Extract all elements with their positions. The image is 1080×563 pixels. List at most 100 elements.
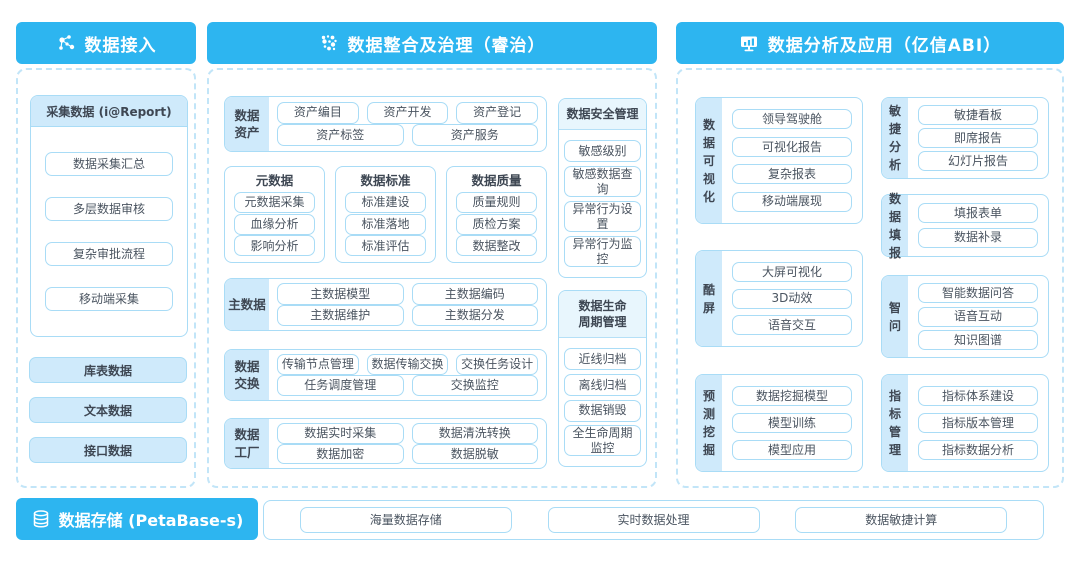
item-pill: 资产开发 (366, 101, 449, 124)
source-pill: 库表数据 (29, 357, 187, 383)
dot-cluster-icon (321, 35, 337, 51)
item-pill: 异常行为监控 (564, 236, 641, 267)
box-title: 数据安全管理 (559, 99, 646, 131)
item-pill: 资产标签 (277, 124, 404, 147)
box-data-lifecycle: 数据生命 周期管理 近线归档 离线归档 数据销毁 全生命周期监控 (558, 290, 647, 467)
network-dots-icon (58, 35, 74, 50)
header-data-governance: 数据整合及治理（睿治） (207, 22, 657, 64)
item-pill: 敏捷看板 (918, 105, 1038, 125)
box-cool-screen: 酷屏 大屏可视化 3D动效 语音交互 (695, 250, 863, 347)
item-pill: 指标体系建设 (918, 386, 1038, 406)
storage-capabilities-box: 海量数据存储 实时数据处理 数据敏捷计算 (263, 500, 1044, 540)
item-pill: 数据脱敏 (411, 443, 538, 464)
item-pill: 数据敏捷计算 (795, 507, 1008, 533)
item-pill: 交换任务设计 (456, 354, 539, 375)
section-label: 数据 交换 (225, 350, 269, 400)
section-data-factory: 数据 工厂 数据实时采集 数据清洗转换 数据加密 数据脱敏 (224, 418, 547, 469)
item-pill: 数据整改 (456, 235, 537, 257)
header-data-analysis: 数据分析及应用（亿信ABI） (676, 22, 1064, 64)
item-pill: 主数据维护 (277, 304, 404, 326)
item-pill: 血缘分析 (234, 213, 315, 235)
item-pill: 知识图谱 (918, 329, 1038, 350)
item-pill: 数据补录 (918, 227, 1038, 248)
box-data-standard: 数据标准 标准建设 标准落地 标准评估 (335, 166, 436, 263)
box-label: 数据可视化 (702, 117, 715, 204)
item-pill: 语音互动 (918, 306, 1038, 327)
item-pill: 模型应用 (732, 440, 852, 460)
item-pill: 资产编目 (277, 101, 359, 124)
item-pill: 质量规则 (456, 191, 537, 213)
item-pill: 实时数据处理 (547, 507, 760, 533)
box-predictive-mining: 预测挖掘 数据挖掘模型 模型训练 模型应用 (695, 374, 863, 472)
box-title: 数据质量 (471, 172, 522, 188)
item-pill: 数据加密 (277, 443, 404, 464)
box-title: 数据标准 (360, 172, 411, 188)
box-metadata: 元数据 元数据采集 血缘分析 影响分析 (224, 166, 325, 263)
item-pill: 移动端展现 (732, 191, 852, 212)
item-pill: 模型训练 (732, 413, 852, 433)
item-pill: 元数据采集 (234, 191, 315, 213)
box-data-visualization: 数据可视化 领导驾驶舱 可视化报告 复杂报表 移动端展现 (695, 97, 863, 224)
item-pill: 质检方案 (456, 213, 537, 235)
item-pill: 标准评估 (345, 235, 426, 257)
item-pill: 领导驾驶舱 (732, 109, 852, 130)
column-data-analysis: 数据可视化 领导驾驶舱 可视化报告 复杂报表 移动端展现 酷屏 大屏可视化 3D… (676, 68, 1064, 488)
header-label: 数据接入 (84, 35, 157, 56)
item-pill: 填报表单 (918, 203, 1038, 224)
box-label: 指标管理 (888, 389, 901, 457)
item-pill: 多层数据审核 (45, 197, 173, 221)
item-pill: 敏感数据查询 (564, 166, 641, 198)
box-data-filling: 数据填报 填报表单 数据补录 (881, 192, 1049, 260)
item-pill: 传输节点管理 (277, 354, 359, 375)
header-label: 数据整合及治理（睿治） (347, 35, 546, 56)
section-label: 数据 资产 (225, 97, 269, 151)
header-label: 数据分析及应用（亿信ABI） (767, 35, 1002, 56)
item-pill: 主数据模型 (277, 283, 404, 305)
item-pill: 数据实时采集 (277, 423, 404, 444)
item-pill: 数据清洗转换 (411, 423, 538, 444)
item-pill: 标准建设 (345, 191, 426, 213)
item-pill: 主数据分发 (411, 304, 538, 326)
item-pill: 复杂审批流程 (45, 242, 173, 266)
item-pill: 交换监控 (411, 375, 538, 396)
item-pill: 智能数据问答 (918, 283, 1038, 304)
item-pill: 3D动效 (732, 288, 852, 309)
section-data-exchange: 数据 交换 传输节点管理 数据传输交换 交换任务设计 任务调度管理 交换监控 (224, 349, 547, 401)
box-data-quality: 数据质量 质量规则 质检方案 数据整改 (446, 166, 547, 263)
item-pill: 主数据编码 (411, 283, 538, 305)
item-pill: 语音交互 (732, 315, 852, 336)
item-pill: 海量数据存储 (299, 507, 512, 533)
item-pill: 全生命周期监控 (564, 425, 641, 457)
item-pill: 任务调度管理 (277, 375, 404, 396)
item-pill: 离线归档 (564, 373, 641, 396)
item-pill: 标准落地 (345, 213, 426, 235)
header-label: 数据存储 (PetaBase-s) (58, 511, 244, 530)
item-pill: 近线归档 (564, 348, 641, 371)
item-pill: 幻灯片报告 (918, 151, 1038, 171)
column-data-access: 采集数据 (i@Report) 数据采集汇总 多层数据审核 复杂审批流程 移动端… (16, 68, 196, 488)
section-label: 数据 工厂 (225, 419, 269, 468)
collect-data-box: 采集数据 (i@Report) 数据采集汇总 多层数据审核 复杂审批流程 移动端… (30, 95, 188, 337)
box-label: 数据填报 (888, 191, 901, 260)
box-agile-analysis: 敏捷分析 敏捷看板 即席报告 幻灯片报告 (881, 97, 1049, 179)
box-label: 智问 (888, 300, 901, 333)
item-pill: 可视化报告 (732, 136, 852, 157)
item-pill: 指标数据分析 (918, 440, 1038, 460)
box-title: 元数据 (255, 172, 294, 188)
item-pill: 资产服务 (411, 124, 538, 147)
box-title: 数据生命 周期管理 (559, 291, 646, 339)
box-label: 敏捷分析 (888, 104, 901, 172)
header-data-storage: 数据存储 (PetaBase-s) (16, 498, 258, 540)
item-pill: 敏感级别 (564, 140, 641, 163)
source-pill: 接口数据 (29, 437, 187, 463)
box-smart-qa: 智问 智能数据问答 语音互动 知识图谱 (881, 275, 1049, 358)
item-pill: 数据挖掘模型 (732, 386, 852, 406)
section-data-asset: 数据 资产 资产编目 资产开发 资产登记 资产标签 资产服务 (224, 96, 547, 152)
item-pill: 数据采集汇总 (45, 152, 173, 176)
item-pill: 指标版本管理 (918, 413, 1038, 433)
item-pill: 影响分析 (234, 235, 315, 257)
item-pill: 移动端采集 (45, 287, 173, 311)
monitor-chart-icon (740, 36, 757, 52)
collect-data-title: 采集数据 (i@Report) (31, 96, 187, 127)
box-data-security: 数据安全管理 敏感级别 敏感数据查询 异常行为设置 异常行为监控 (558, 98, 647, 278)
